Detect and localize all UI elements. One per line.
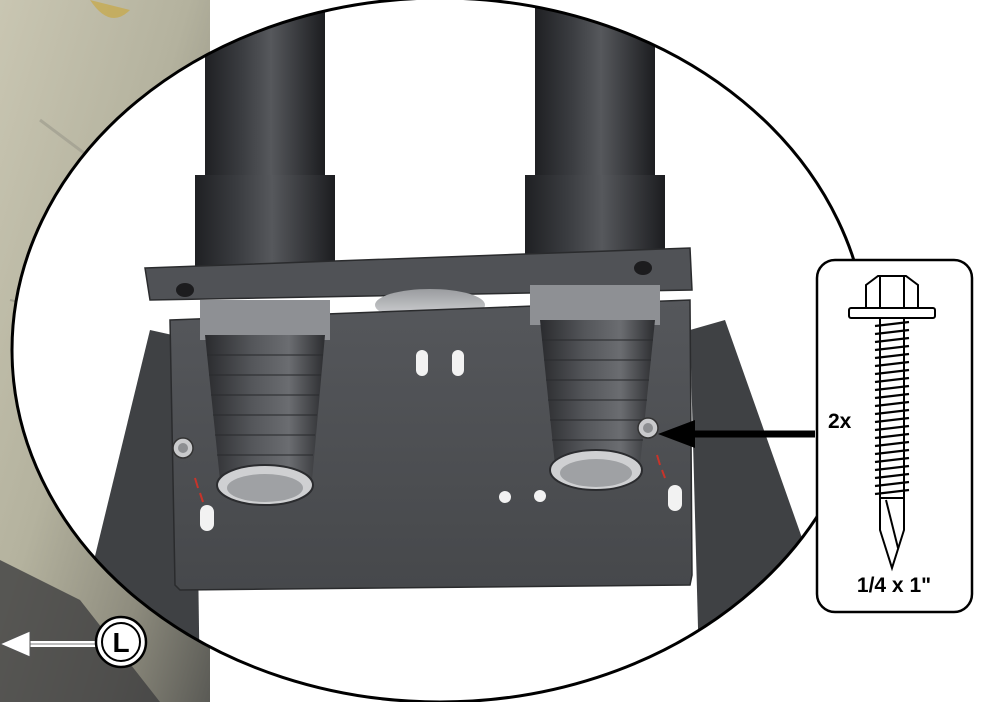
flange-hole bbox=[176, 283, 194, 297]
left-pipe bbox=[195, 0, 335, 285]
flange-hole bbox=[634, 261, 652, 275]
quantity-label: 2x bbox=[828, 410, 852, 433]
plate-hole bbox=[499, 491, 511, 503]
right-bracket-screw bbox=[637, 417, 659, 439]
plate-slot bbox=[668, 485, 682, 511]
plate-slot bbox=[452, 350, 464, 376]
detail-bubble bbox=[10, 0, 870, 704]
reference-marker-letter: L bbox=[112, 627, 129, 658]
plate-slot bbox=[416, 350, 428, 376]
plate-hole bbox=[534, 490, 546, 502]
alignment-marks bbox=[194, 454, 666, 503]
left-hose-barb bbox=[200, 300, 330, 506]
screw-threads bbox=[874, 320, 910, 496]
fastener-callout: 2x 1/4 x 1" bbox=[815, 258, 974, 614]
reference-marker: L bbox=[0, 615, 148, 669]
plate-slot bbox=[200, 505, 214, 531]
left-bracket-screw bbox=[172, 437, 194, 459]
right-hose-barb bbox=[530, 285, 660, 491]
right-pipe bbox=[525, 0, 665, 285]
fastener-size-label: 1/4 x 1" bbox=[857, 574, 931, 597]
screw-pointer-arrow bbox=[658, 420, 815, 448]
